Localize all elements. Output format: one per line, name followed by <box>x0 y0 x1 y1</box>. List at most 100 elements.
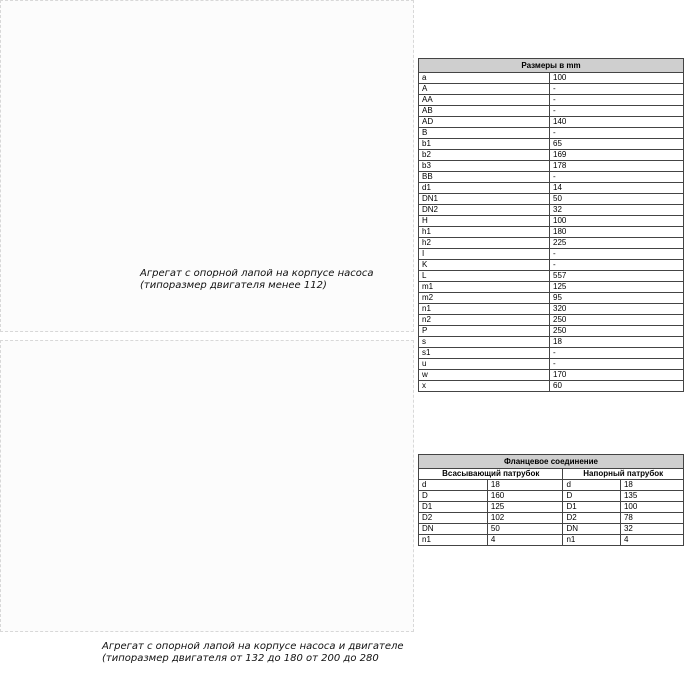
dimension-value: 100 <box>549 215 684 227</box>
discharge-value: 100 <box>619 501 685 513</box>
dimension-name: n2 <box>418 314 550 326</box>
dimension-name: a <box>418 72 550 84</box>
dimension-value: 125 <box>549 281 684 293</box>
suction-param: D2 <box>418 512 488 524</box>
dimension-name: I <box>418 248 550 260</box>
dimension-value: 320 <box>549 303 684 315</box>
dimension-name: b1 <box>418 138 550 150</box>
discharge-value: 32 <box>619 523 685 535</box>
flange-table-title: Фланцевое соединение <box>418 454 684 469</box>
dimension-value: 65 <box>549 138 684 150</box>
pump-drawing-bottom <box>0 340 414 632</box>
dimension-name: m1 <box>418 281 550 293</box>
dimension-row: BB- <box>418 171 684 183</box>
dimension-value: - <box>549 171 684 183</box>
flange-table: Фланцевое соединение Всасывающий патрубо… <box>417 454 685 546</box>
dimension-row: s1- <box>418 347 684 359</box>
suction-header: Всасывающий патрубок <box>417 468 564 480</box>
dimension-value: - <box>549 347 684 359</box>
dimension-name: w <box>418 369 550 381</box>
dimension-row: AA- <box>418 94 684 106</box>
dimension-name: h1 <box>418 226 550 238</box>
dimension-value: 18 <box>549 336 684 348</box>
dimension-name: b3 <box>418 160 550 172</box>
discharge-param: n1 <box>562 534 621 546</box>
dimension-name: AB <box>418 105 550 117</box>
discharge-param: D1 <box>562 501 621 513</box>
discharge-value: 4 <box>619 534 685 546</box>
dimension-name: b2 <box>418 149 550 161</box>
dimension-row: B- <box>418 127 684 139</box>
dimension-value: 95 <box>549 292 684 304</box>
dimension-row: K- <box>418 259 684 271</box>
suction-param: n1 <box>418 534 488 546</box>
dimension-value: 60 <box>549 380 684 392</box>
dimension-name: BB <box>418 171 550 183</box>
discharge-value: 18 <box>619 479 685 491</box>
dimension-name: DN2 <box>418 204 550 216</box>
dimension-name: s1 <box>418 347 550 359</box>
dimension-name: d1 <box>418 182 550 194</box>
suction-value: 50 <box>486 523 564 535</box>
caption-bottom: Агрегат с опорной лапой на корпусе насос… <box>102 641 404 665</box>
dimension-value: 100 <box>549 72 684 84</box>
caption-bottom-line-1: Агрегат с опорной лапой на корпусе насос… <box>102 641 404 652</box>
suction-value: 125 <box>486 501 564 513</box>
suction-param: d <box>418 479 488 491</box>
dimension-value: - <box>549 358 684 370</box>
dimension-value: 169 <box>549 149 684 161</box>
pump-drawing-top <box>0 0 414 332</box>
suction-value: 102 <box>486 512 564 524</box>
discharge-value: 78 <box>619 512 685 524</box>
discharge-param: DN <box>562 523 621 535</box>
dimension-name: DN1 <box>418 193 550 205</box>
dimension-row: A- <box>418 83 684 95</box>
dimension-name: n1 <box>418 303 550 315</box>
suction-param: D1 <box>418 501 488 513</box>
suction-value: 4 <box>486 534 564 546</box>
dimension-name: AD <box>418 116 550 128</box>
dimension-name: m2 <box>418 292 550 304</box>
dimension-row: u- <box>418 358 684 370</box>
dimension-name: x <box>418 380 550 392</box>
suction-param: DN <box>418 523 488 535</box>
dimension-name: B <box>418 127 550 139</box>
discharge-param: d <box>562 479 621 491</box>
dimension-name: AA <box>418 94 550 106</box>
dimension-name: H <box>418 215 550 227</box>
discharge-header: Напорный патрубок <box>562 468 684 480</box>
dimension-value: 250 <box>549 325 684 337</box>
dimension-name: u <box>418 358 550 370</box>
dimension-value: 140 <box>549 116 684 128</box>
dimension-name: L <box>418 270 550 282</box>
dimension-row: I- <box>418 248 684 260</box>
dimension-row: AB- <box>418 105 684 117</box>
dimension-value: 225 <box>549 237 684 249</box>
discharge-param: D2 <box>562 512 621 524</box>
caption-top-line-1: Агрегат с опорной лапой на корпусе насос… <box>140 268 374 279</box>
dimension-value: 14 <box>549 182 684 194</box>
dimension-value: - <box>549 248 684 260</box>
dimension-value: 557 <box>549 270 684 282</box>
dimension-value: 250 <box>549 314 684 326</box>
